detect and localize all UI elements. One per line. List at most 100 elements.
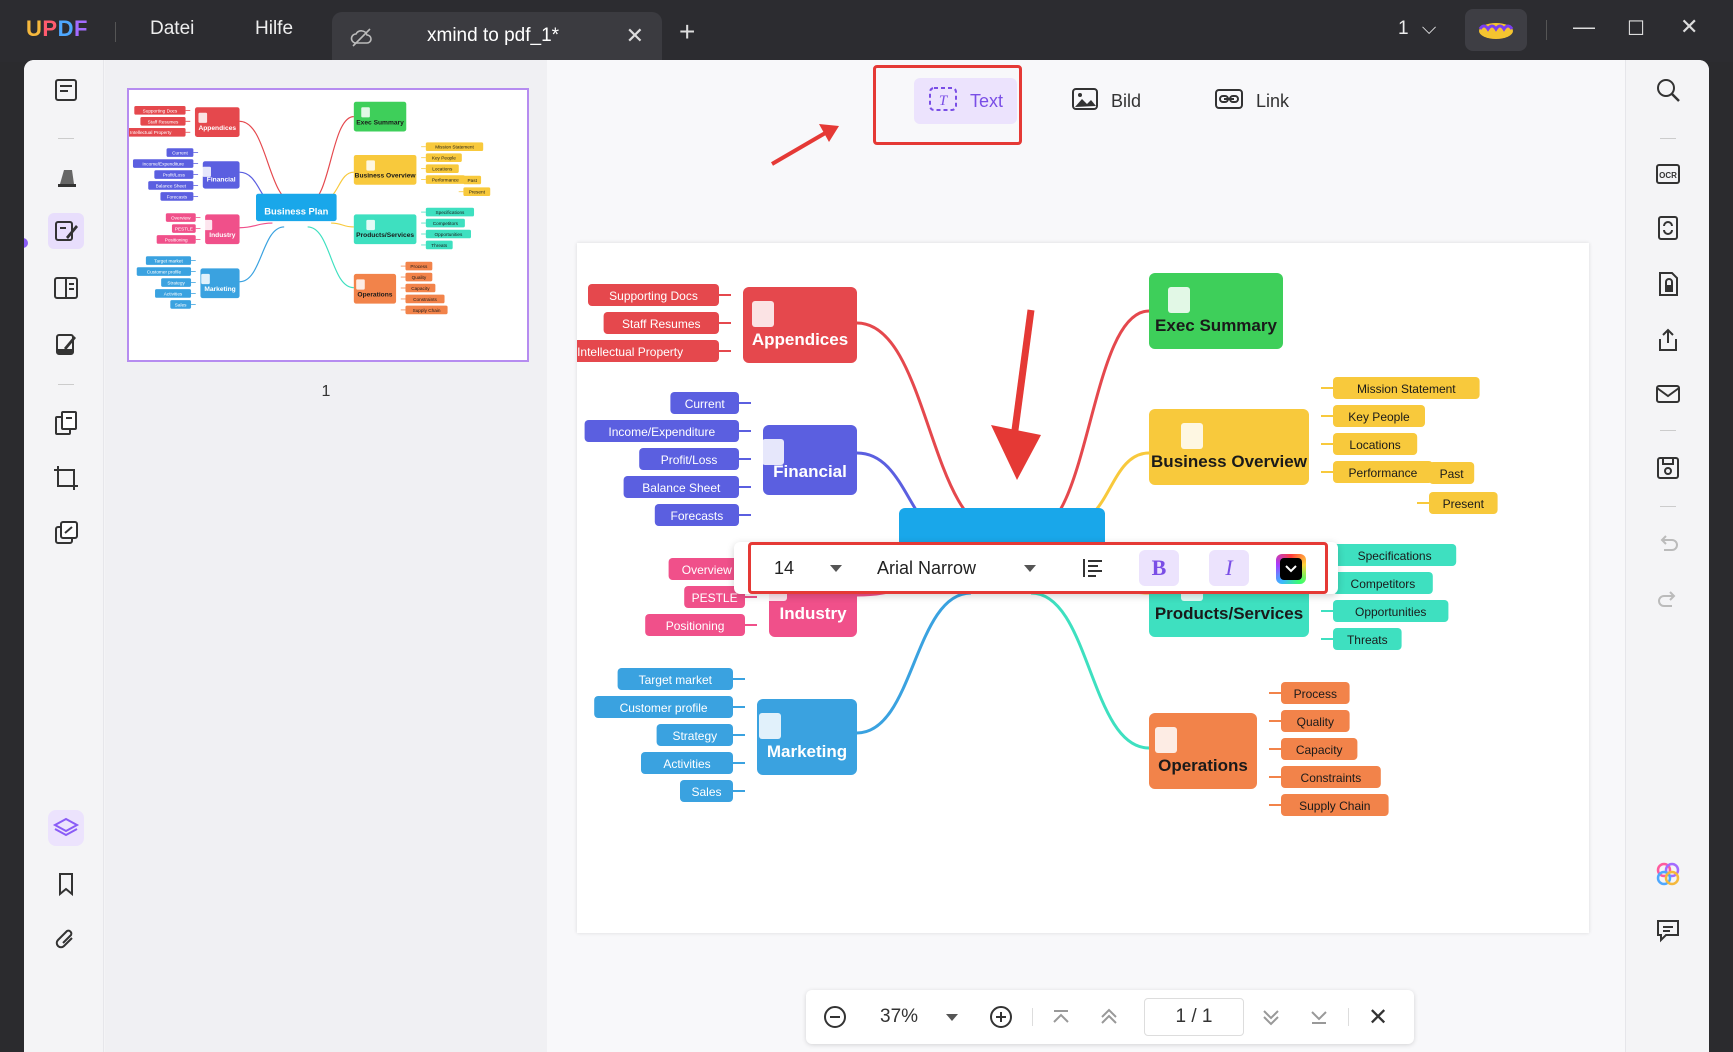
- add-image-button[interactable]: Bild: [1057, 78, 1155, 124]
- zoom-in-icon[interactable]: [988, 990, 1014, 1044]
- operations-node-icon: [1155, 727, 1177, 753]
- document-tab[interactable]: xmind to pdf_1* ✕: [332, 12, 662, 62]
- marketing-item: [617, 668, 733, 690]
- financial-item: [654, 504, 739, 526]
- products-item-label: Specifications: [435, 210, 465, 215]
- menu-hilfe[interactable]: Hilfe: [255, 18, 294, 39]
- overview-item-label: Performance: [1349, 466, 1418, 480]
- zoom-dropdown-icon[interactable]: [946, 990, 958, 1044]
- edit-pdf-icon[interactable]: [48, 213, 84, 249]
- marketing-item: [136, 267, 192, 276]
- financial-node-box: [202, 161, 240, 189]
- marketing-node-label: Marketing: [767, 742, 847, 761]
- marketing-item-label: Activities: [164, 291, 183, 296]
- minimize-icon[interactable]: —: [1573, 14, 1595, 39]
- italic-button[interactable]: I: [1209, 550, 1249, 586]
- zoom-out-icon[interactable]: [822, 990, 848, 1044]
- appendix-item: [134, 106, 186, 115]
- page-selector[interactable]: 1 ⌵: [1398, 18, 1436, 40]
- fill-sign-icon[interactable]: [48, 326, 84, 362]
- compress-icon[interactable]: [48, 515, 84, 551]
- financial-item-label: Income/Expenditure: [142, 162, 184, 167]
- attachment-icon[interactable]: [48, 922, 84, 958]
- crop-page-icon[interactable]: [48, 460, 84, 496]
- thumbnail-preview: AppendicesFinancialIndustryMarketingExec…: [115, 101, 491, 315]
- business-overview-node-icon: [1181, 423, 1203, 449]
- operations-node-label: Operations: [357, 292, 392, 299]
- redo-icon[interactable]: [1650, 582, 1686, 618]
- close-tab-icon[interactable]: ✕: [625, 23, 644, 48]
- previous-page-icon[interactable]: [1098, 990, 1120, 1044]
- share-icon[interactable]: [1650, 322, 1686, 358]
- overview-item: [425, 142, 484, 152]
- close-window-icon[interactable]: ✕: [1680, 14, 1699, 39]
- last-page-icon[interactable]: [1308, 990, 1330, 1044]
- connector-line: [307, 116, 354, 205]
- page-input[interactable]: 1 / 1: [1144, 998, 1244, 1036]
- ocr-icon[interactable]: OCR: [1650, 156, 1686, 192]
- maximize-icon[interactable]: ☐: [1627, 18, 1645, 40]
- zoom-level[interactable]: 37%: [880, 1006, 919, 1027]
- products-item-label: Competitors: [1351, 577, 1416, 591]
- organize-pages-icon[interactable]: [48, 405, 84, 441]
- connector-line: [239, 222, 273, 229]
- industry-item-label: Positioning: [165, 237, 188, 242]
- font-family-select[interactable]: Arial Narrow: [877, 542, 1037, 594]
- ai-assistant-icon[interactable]: [1650, 856, 1686, 892]
- appendix-item-label: Staff Resumes: [622, 317, 700, 331]
- right-toolbar: OCR: [1625, 60, 1709, 1052]
- comments-icon[interactable]: [1650, 912, 1686, 948]
- products-node-label: Products/Services: [1155, 604, 1303, 623]
- protect-icon[interactable]: [1650, 266, 1686, 302]
- search-icon[interactable]: [1650, 72, 1686, 108]
- active-indicator: [24, 238, 28, 248]
- industry-item: [684, 586, 745, 608]
- svg-text:OCR: OCR: [1659, 171, 1677, 180]
- first-page-icon[interactable]: [1050, 990, 1072, 1044]
- overview-item: [1333, 405, 1425, 427]
- convert-icon[interactable]: [1650, 210, 1686, 246]
- undo-icon[interactable]: [1650, 526, 1686, 562]
- add-text-button[interactable]: T Text: [914, 78, 1018, 124]
- bookmark-icon[interactable]: [48, 866, 84, 902]
- overview-item-label: Key People: [1348, 410, 1410, 424]
- operations-item-label: Process: [410, 264, 428, 269]
- layers-icon[interactable]: [48, 810, 84, 846]
- menu-datei[interactable]: Datei: [150, 18, 195, 39]
- products-item-label: Threats: [1347, 633, 1388, 647]
- products-item: [425, 229, 471, 239]
- operations-item: [405, 261, 433, 271]
- avatar[interactable]: [1465, 9, 1527, 51]
- color-picker-button[interactable]: [1276, 554, 1306, 584]
- appendices-node-icon: [752, 301, 774, 327]
- operations-item: [1281, 738, 1358, 760]
- next-page-icon[interactable]: [1260, 990, 1282, 1044]
- appendix-item: [603, 312, 719, 334]
- bold-button[interactable]: B: [1139, 550, 1179, 586]
- appendix-item: [577, 340, 719, 362]
- products-item: [1333, 628, 1402, 650]
- toolbar-separator: [58, 384, 74, 385]
- chevron-down-icon: ⌵: [1421, 18, 1437, 39]
- overview-item-label: Mission Statement: [435, 145, 474, 150]
- dropdown-caret-icon: [1024, 564, 1037, 572]
- save-icon[interactable]: [1650, 450, 1686, 486]
- add-link-button[interactable]: Link: [1200, 78, 1303, 124]
- zoom-separator: [1032, 1008, 1033, 1026]
- comment-highlighter-icon[interactable]: [48, 158, 84, 194]
- marketing-item-label: Strategy: [167, 280, 185, 285]
- page-organize-icon[interactable]: [48, 270, 84, 306]
- email-icon[interactable]: [1650, 376, 1686, 412]
- window-separator: [1546, 20, 1547, 40]
- industry-node-icon: [203, 219, 213, 231]
- reader-mode-icon[interactable]: [48, 72, 84, 108]
- connector-line: [856, 591, 972, 735]
- align-left-icon[interactable]: [1081, 542, 1105, 594]
- exec-summary-node-icon: [1168, 287, 1190, 313]
- industry-item: [171, 224, 196, 233]
- close-zoom-bar-icon[interactable]: ✕: [1368, 1003, 1389, 1031]
- new-tab-button[interactable]: +: [679, 16, 696, 47]
- financial-node-box: [763, 425, 857, 495]
- font-size-select[interactable]: 14: [774, 542, 843, 594]
